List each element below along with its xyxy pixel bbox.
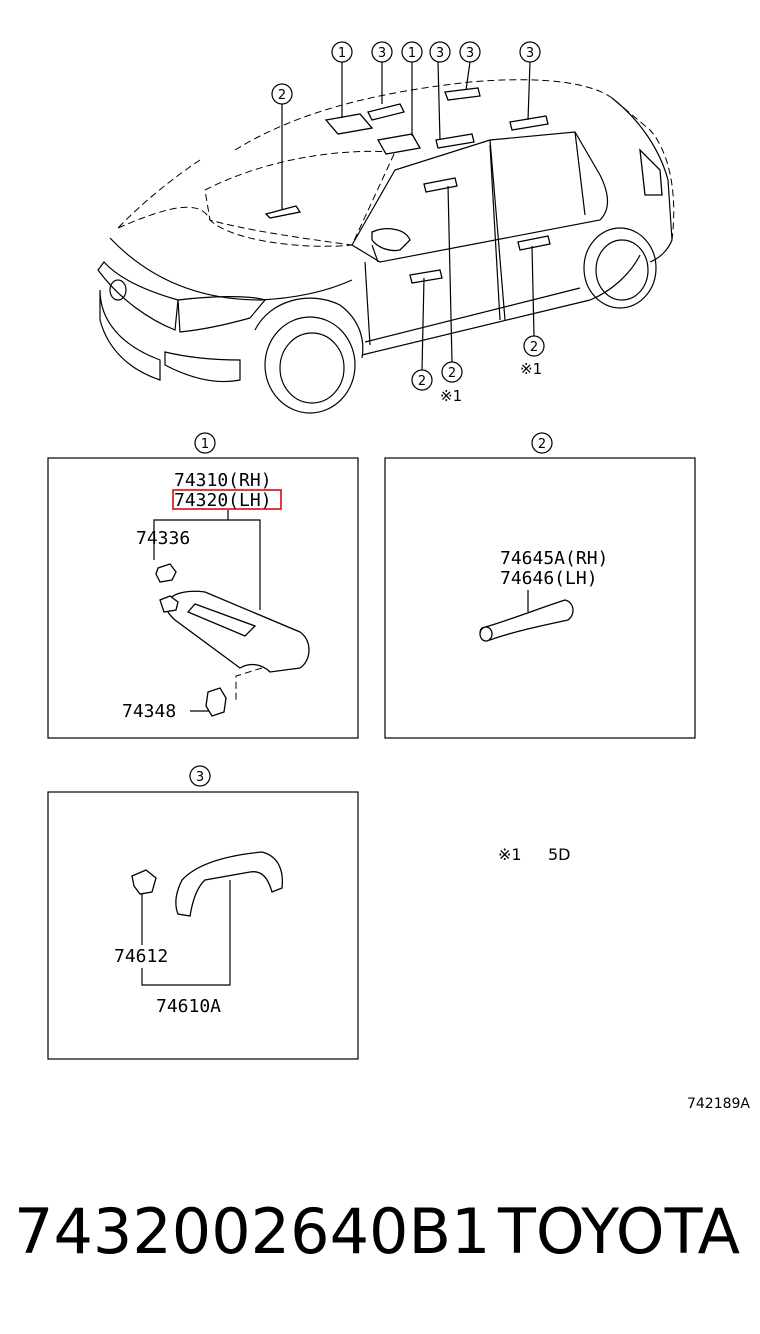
callout-2-label: 2	[530, 340, 538, 355]
panel2-header: 2	[538, 437, 546, 452]
panel-roof-grip: 3 74612 74610A	[47, 765, 359, 1060]
callout-2-label: 2	[448, 366, 456, 381]
panel-pillar-grip: 2 74645A(RH) 74646(LH)	[384, 432, 696, 739]
callout-3-label: 3	[378, 46, 386, 61]
front-door-note: ※1	[440, 387, 462, 405]
car-illustration: 2 1 3 1 3 3 3 2 2 2 ※1 ※1	[97, 41, 675, 414]
highlight-box	[172, 489, 282, 510]
note-mark: ※1	[498, 845, 522, 864]
part-74646-lh[interactable]: 74646(LH)	[500, 568, 598, 589]
part-74612-cover[interactable]: 74612	[114, 946, 168, 967]
diagram-code: 742189A	[687, 1096, 750, 1112]
note-text: 5D	[548, 845, 571, 864]
part-74336-clip[interactable]: 74336	[136, 528, 190, 549]
callout-3-label: 3	[526, 46, 534, 61]
panel3-header: 3	[196, 770, 204, 785]
panel-sun-visor: 1 74310(RH) 74320(LH) 74336 74348	[47, 432, 359, 739]
footer-brand: TOYOTA	[498, 1195, 741, 1268]
callout-3-label: 3	[436, 46, 444, 61]
part-74310-rh[interactable]: 74310(RH)	[174, 470, 272, 491]
footer-part-number: 7432002640B1	[14, 1195, 491, 1268]
callout-1-label: 1	[338, 46, 346, 61]
part-74320-lh[interactable]: 74320(LH)	[174, 490, 272, 511]
rear-door-note: ※1	[520, 360, 542, 378]
callout-2-label: 2	[418, 374, 426, 389]
callout-1-label: 1	[408, 46, 416, 61]
part-74610a-grip[interactable]: 74610A	[156, 996, 221, 1017]
callout-2-label: 2	[278, 88, 286, 103]
panel1-header: 1	[201, 437, 209, 452]
callout-3-label: 3	[466, 46, 474, 61]
part-74348-holder[interactable]: 74348	[122, 701, 176, 722]
part-74645a-rh[interactable]: 74645A(RH)	[500, 548, 608, 569]
